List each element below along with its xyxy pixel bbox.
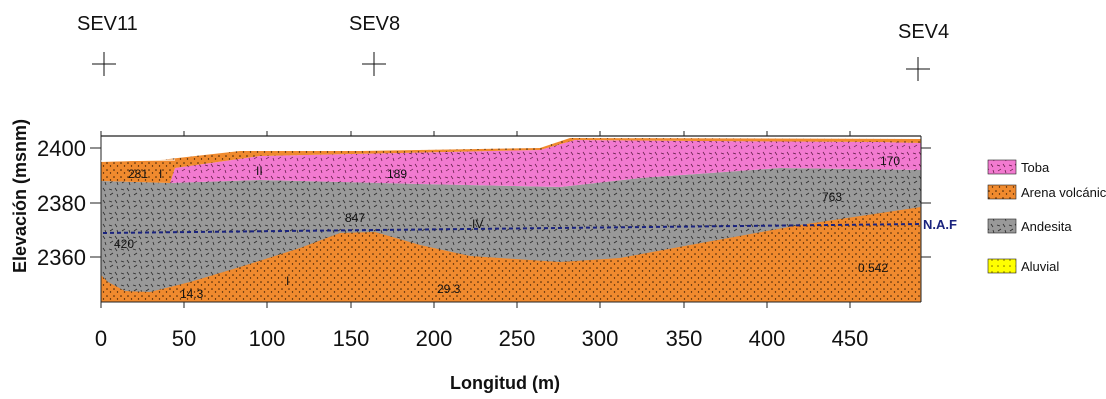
sev-marker-sev4: SEV4 [898, 21, 949, 81]
x-tick-label: 200 [416, 326, 453, 351]
legend-label: Aluvial [1021, 259, 1059, 274]
legend-label: Toba [1021, 160, 1050, 175]
sev-marker-sev8: SEV8 [349, 13, 400, 76]
y-tick-label: 2400 [37, 136, 86, 161]
resistivity-label: 29.3 [437, 282, 461, 296]
x-tick-label: 300 [582, 326, 619, 351]
sev4-label: SEV4 [898, 21, 949, 43]
legend-item-toba: Toba [987, 159, 1050, 175]
y-tick-label: 2380 [37, 191, 86, 216]
legend-label: Arena volcánica [1021, 185, 1106, 200]
y-tick-label: 2360 [37, 245, 86, 270]
resistivity-label: 0.542 [858, 261, 888, 275]
x-tick-label: 50 [172, 326, 196, 351]
unit-label: I [159, 167, 162, 181]
sev-markers: SEV11 SEV8 SEV4 [77, 13, 949, 81]
geologic-section: N.A.F 281 189 170 847 763 420 14.3 29.3 … [90, 131, 957, 308]
water-table-label: N.A.F [923, 217, 957, 232]
water-table-line [102, 223, 922, 234]
sev8-label: SEV8 [349, 13, 400, 35]
x-tick-label: 0 [95, 326, 107, 351]
x-axis-title: Longitud (m) [450, 373, 560, 393]
resistivity-label: 281 [128, 167, 148, 181]
resistivity-label: 763 [822, 190, 842, 204]
unit-label: I [286, 274, 289, 288]
x-axis: 0 50 100 150 200 250 300 350 400 450 Lon… [95, 326, 868, 393]
sev11-label: SEV11 [77, 13, 138, 35]
sev-marker-sev11: SEV11 [77, 13, 138, 76]
legend-item-aluvial: Aluvial [987, 258, 1059, 274]
legend: Toba Arena volcánica Andesita Aluvial [987, 159, 1106, 274]
legend-item-andesita: Andesita [987, 218, 1072, 234]
y-axis: 2400 2380 2360 Elevación (msnm) [10, 119, 86, 273]
resistivity-label: 189 [387, 167, 407, 181]
y-axis-title: Elevación (msnm) [10, 119, 30, 273]
resistivity-label: 847 [345, 211, 365, 225]
resistivity-label: 420 [114, 237, 134, 251]
resistivity-labels: 281 189 170 847 763 420 14.3 29.3 0.542 [114, 154, 900, 301]
unit-label: IV [472, 217, 483, 231]
resistivity-label: 14.3 [180, 287, 204, 301]
resistivity-label: 170 [880, 154, 900, 168]
legend-item-arena-volcanica: Arena volcánica [987, 184, 1106, 200]
x-tick-label: 150 [333, 326, 370, 351]
legend-label: Andesita [1021, 219, 1072, 234]
x-tick-label: 450 [832, 326, 869, 351]
x-tick-label: 250 [499, 326, 536, 351]
unit-labels: I II IV I [159, 164, 483, 288]
x-tick-label: 400 [749, 326, 786, 351]
x-tick-label: 350 [666, 326, 703, 351]
x-tick-label: 100 [249, 326, 286, 351]
unit-label: II [256, 164, 263, 178]
